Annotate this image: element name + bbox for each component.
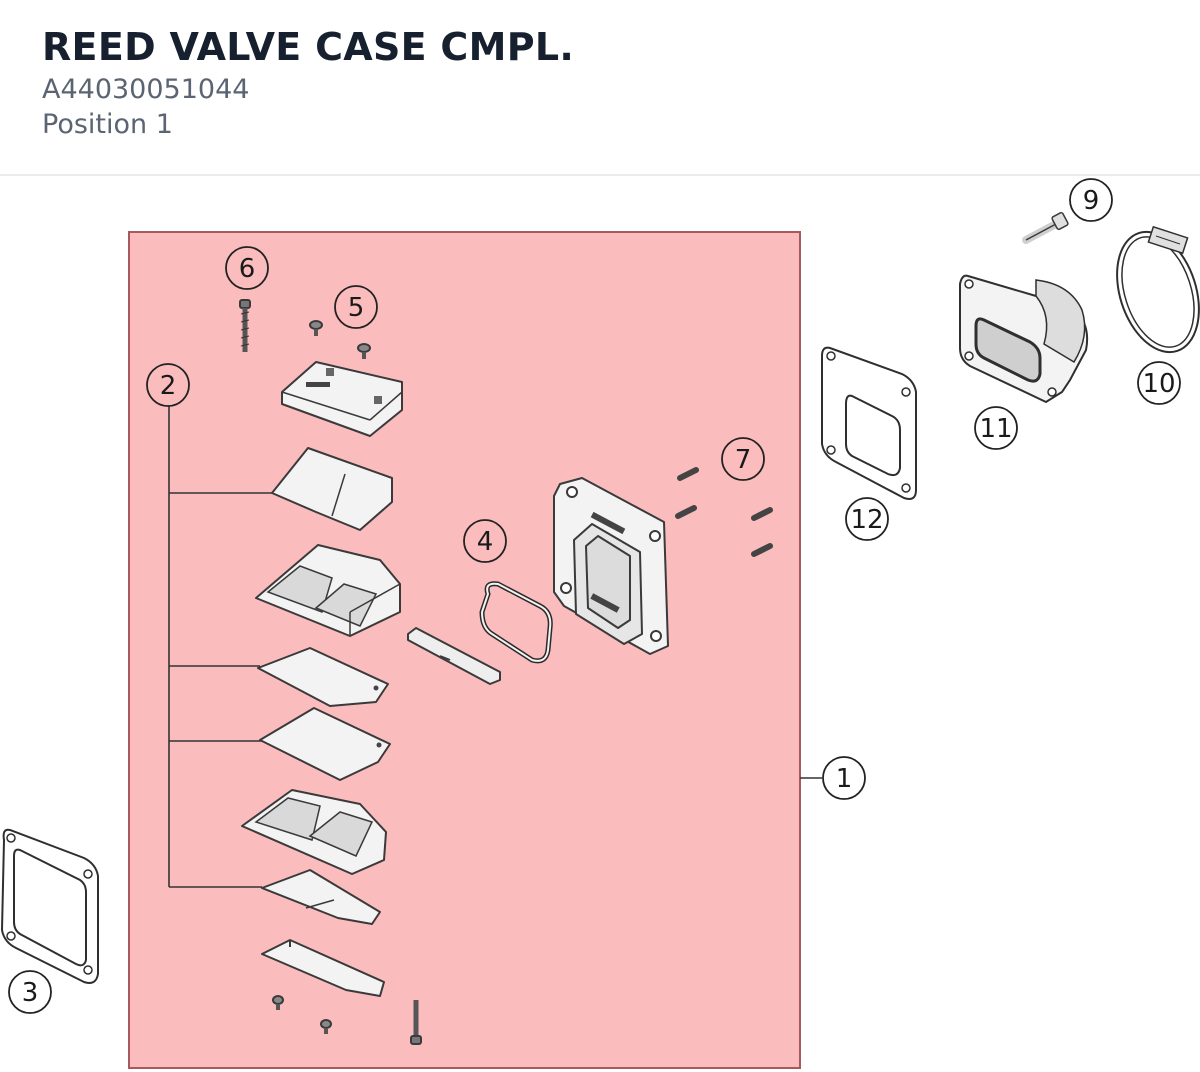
- reed-valve-stack-part-2[interactable]: [241, 361, 403, 997]
- callout-12[interactable]: 12: [845, 497, 889, 541]
- position-label: Position 1: [42, 109, 173, 140]
- callout-2[interactable]: 2: [146, 363, 190, 407]
- callout-3[interactable]: 3: [8, 970, 52, 1014]
- callout-5-label: 5: [348, 293, 365, 323]
- callout-7-label: 7: [735, 445, 752, 475]
- hose-clamp-part-10[interactable]: [1103, 221, 1200, 362]
- bolts-part-7[interactable]: [675, 467, 773, 557]
- callout-6-label: 6: [239, 254, 256, 284]
- callout-11-label: 11: [979, 414, 1012, 444]
- callout-12-label: 12: [850, 505, 883, 535]
- callout-7[interactable]: 7: [721, 437, 765, 481]
- long-screw-part-6[interactable]: [239, 299, 251, 352]
- callout-11[interactable]: 11: [974, 406, 1018, 450]
- callout-3-label: 3: [22, 978, 39, 1008]
- part-number: A44030051044: [42, 74, 250, 105]
- page-title: REED VALVE CASE CMPL.: [42, 25, 575, 69]
- callout-10[interactable]: 10: [1137, 361, 1181, 405]
- highlighted-assembly-region[interactable]: [128, 231, 801, 1069]
- callout-10-label: 10: [1142, 369, 1175, 399]
- intake-flange-part-11[interactable]: [959, 274, 1089, 404]
- leader-lines: [168, 404, 822, 888]
- seal-ring-part-4[interactable]: [407, 581, 553, 685]
- callout-4[interactable]: 4: [463, 519, 507, 563]
- bottom-screws[interactable]: [272, 995, 422, 1045]
- callout-9-label: 9: [1083, 186, 1100, 216]
- callout-6[interactable]: 6: [225, 246, 269, 290]
- reed-valve-housing[interactable]: [553, 477, 669, 655]
- screw-part-9[interactable]: [1022, 211, 1069, 244]
- small-screws-part-5[interactable]: [309, 320, 371, 359]
- gasket-part-12[interactable]: [821, 346, 917, 500]
- exploded-parts-diagram: 1 2 3 4 5 6 7 9 10 11 12: [0, 178, 1200, 1069]
- callout-9[interactable]: 9: [1069, 178, 1113, 222]
- page-header: REED VALVE CASE CMPL. A44030051044 Posit…: [0, 0, 1200, 176]
- callout-5[interactable]: 5: [334, 285, 378, 329]
- callout-2-label: 2: [160, 371, 177, 401]
- callout-1[interactable]: 1: [822, 756, 866, 800]
- callout-4-label: 4: [477, 527, 494, 557]
- callout-1-label: 1: [836, 764, 853, 794]
- gasket-part-3[interactable]: [0, 828, 99, 984]
